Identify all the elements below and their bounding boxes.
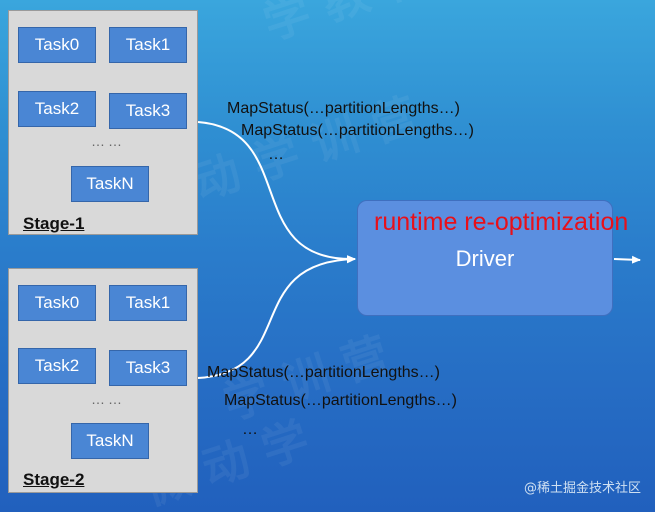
stage1-task3: Task3	[109, 93, 187, 129]
map-status-bottom-ellipsis: …	[242, 421, 258, 438]
stage2-to-driver-arrow	[197, 255, 356, 379]
stage1-ellipsis: ……	[91, 133, 125, 149]
stage1-taskN: TaskN	[71, 166, 149, 202]
map-status-bottom-2: MapStatus(…partitionLengths…)	[224, 392, 457, 409]
stage1-task2: Task2	[18, 91, 96, 127]
driver-label: Driver	[455, 246, 515, 271]
map-status-bottom-1: MapStatus(…partitionLengths…)	[207, 364, 440, 381]
stage2-taskN: TaskN	[71, 423, 149, 459]
driver-output-arrow	[613, 255, 641, 264]
stage-1-box: Task0 Task1 Task2 Task3 …… TaskN Stage-1	[8, 10, 198, 235]
stage2-ellipsis: ……	[91, 391, 125, 407]
driver-box	[357, 200, 613, 316]
stage-2-box: Task0 Task1 Task2 Task3 …… TaskN Stage-2	[8, 268, 198, 493]
map-status-top-2: MapStatus(…partitionLengths…)	[241, 122, 474, 139]
stage2-label: Stage-2	[23, 470, 85, 489]
stage1-to-driver-arrow	[197, 121, 356, 264]
site-watermark: @稀土掘金技术社区	[523, 481, 641, 496]
stage2-task1: Task1	[109, 285, 187, 321]
stage2-task2: Task2	[18, 348, 96, 384]
runtime-reoptimization-title: runtime re-optimization	[374, 208, 629, 236]
map-status-top-ellipsis: …	[268, 146, 284, 163]
stage1-task0: Task0	[18, 27, 96, 63]
stage1-task1: Task1	[109, 27, 187, 63]
stage2-task0: Task0	[18, 285, 96, 321]
map-status-top-1: MapStatus(…partitionLengths…)	[227, 100, 460, 117]
stage2-task3: Task3	[109, 350, 187, 386]
stage1-label: Stage-1	[23, 214, 85, 233]
